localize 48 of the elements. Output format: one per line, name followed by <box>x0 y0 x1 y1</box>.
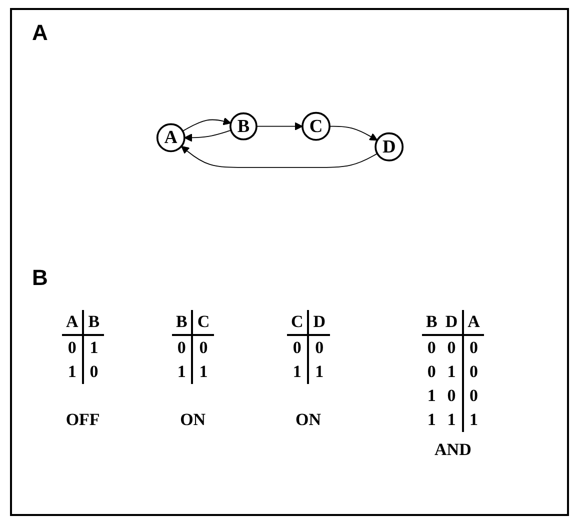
arrow <box>184 130 232 142</box>
node-circle: D <box>374 132 404 162</box>
column-header: D <box>308 310 330 335</box>
node-circle: A <box>156 123 186 152</box>
truth-value: 0 <box>441 335 463 360</box>
truth-value: 1 <box>426 385 437 407</box>
truth-value: 0 <box>462 335 484 360</box>
truth-value: 0 <box>308 335 330 360</box>
truth-value: 0 <box>422 335 442 360</box>
arrow <box>329 126 378 141</box>
truth-value: 1 <box>287 360 308 384</box>
panel-letter: A <box>32 20 48 46</box>
truth-value: 1 <box>83 335 104 360</box>
arrow <box>182 117 232 132</box>
column-header: A <box>462 310 484 335</box>
truth-value: 0 <box>62 335 84 360</box>
truth-value: 0 <box>462 384 484 408</box>
column-header: B <box>172 310 192 335</box>
column-header: B <box>422 310 442 335</box>
column-header: A <box>62 310 84 335</box>
truth-value: 1 <box>308 360 330 384</box>
truth-value: 0 <box>426 361 437 383</box>
truth-value: 1 <box>441 360 463 384</box>
truth-value: 0 <box>192 335 214 360</box>
arrow <box>256 122 303 130</box>
column-header: D <box>441 310 463 335</box>
logic-label: ON <box>180 410 206 430</box>
panel-letter: B <box>32 265 48 291</box>
truth-value: 1 <box>192 360 214 384</box>
column-header: C <box>287 310 308 335</box>
arrow <box>181 146 378 168</box>
truth-value: 0 <box>172 335 192 360</box>
column-header: C <box>192 310 214 335</box>
node-circle: B <box>230 112 258 140</box>
truth-value: 0 <box>287 335 308 360</box>
truth-value: 0 <box>83 360 104 384</box>
logic-label: OFF <box>66 410 100 430</box>
truth-value: 1 <box>441 408 463 432</box>
column-header: B <box>83 310 104 335</box>
truth-value: 0 <box>441 384 463 408</box>
truth-value: 1 <box>172 360 192 384</box>
truth-value: 1 <box>426 409 437 431</box>
truth-value: 1 <box>462 408 484 432</box>
truth-value: 0 <box>462 360 484 384</box>
node-circle: C <box>302 112 330 141</box>
logic-label: AND <box>434 440 472 460</box>
truth-value: 1 <box>62 360 84 384</box>
logic-label: ON <box>296 410 322 430</box>
